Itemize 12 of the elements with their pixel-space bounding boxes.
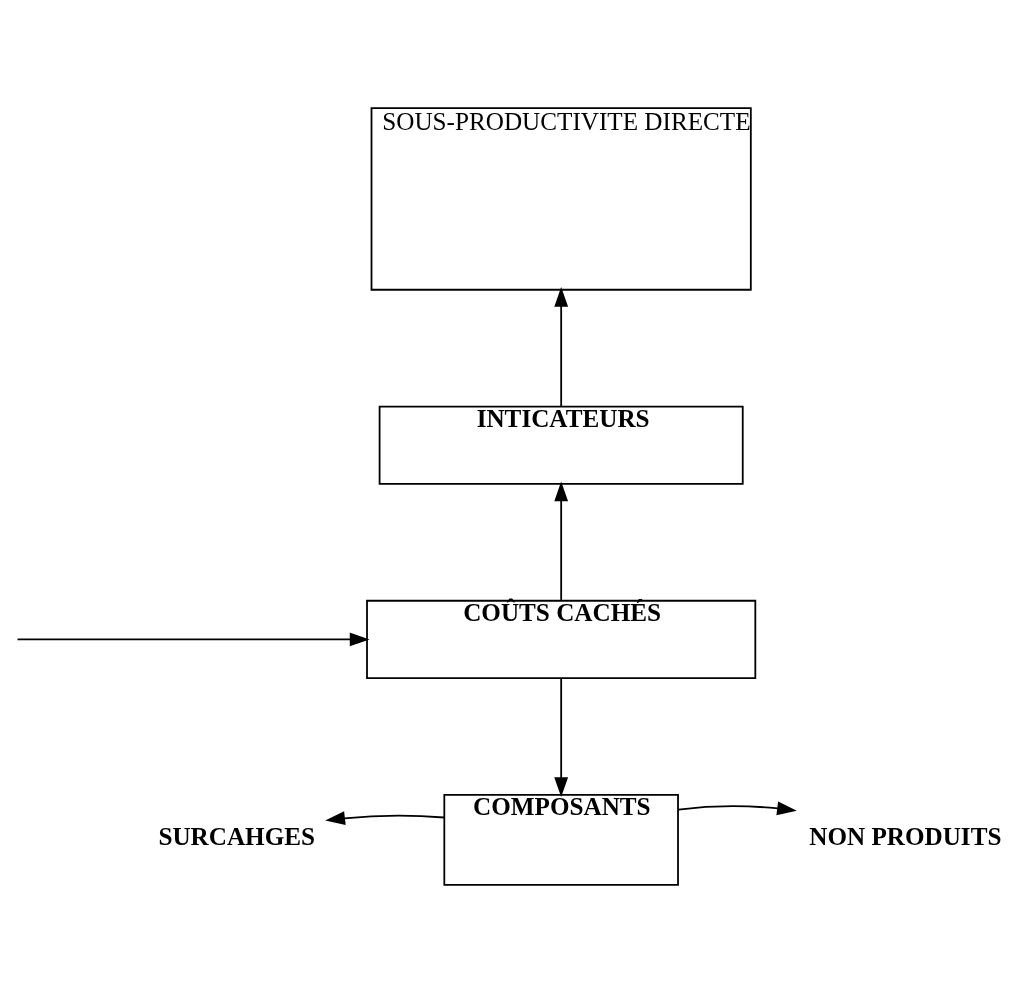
arrow (325, 810, 445, 825)
node-box: COÛTS CACHÉS (366, 599, 757, 679)
arrow (554, 286, 569, 407)
arrow (554, 676, 569, 797)
node-box: INTICATEURS (378, 405, 744, 485)
node-box: COMPOSANTS (443, 793, 679, 886)
arrow (16, 632, 370, 646)
node-text: NON PRODUITS (809, 822, 1002, 850)
node-box: SOUS-PRODUCTIVITE DIRECTE (370, 106, 752, 291)
node-text: SURCAHGES (158, 822, 316, 850)
arrow (554, 481, 569, 601)
arrow (677, 801, 797, 815)
